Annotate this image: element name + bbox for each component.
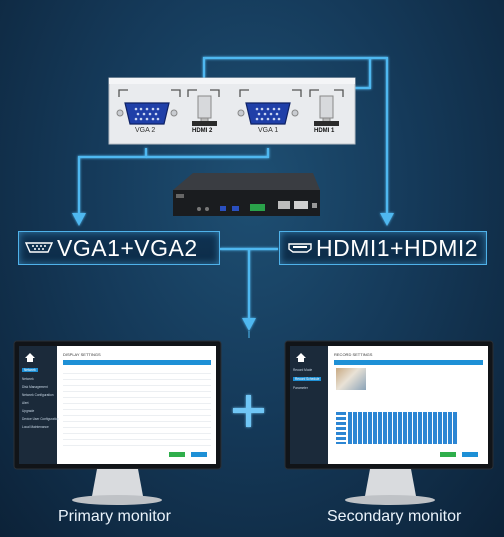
secondary-sidebar: Record Mode Record Schedule Parameter [290, 346, 328, 464]
camera-preview-thumbnail [336, 368, 366, 390]
secondary-screen-title: RECORD SETTINGS [334, 352, 373, 357]
vga-connector-icon [25, 242, 53, 253]
secondary-monitor-caption: Secondary monitor [327, 508, 462, 525]
secondary-screen: Record Mode Record Schedule Parameter RE… [290, 346, 488, 464]
hdmi-connector-icon [288, 243, 312, 253]
primary-screen: Network Network Disk Management Network … [19, 346, 216, 464]
hdmi1-label: HDMI 1 [314, 128, 335, 134]
vga2-port [116, 102, 178, 125]
vga1-port [237, 102, 299, 125]
vga1-label: VGA 1 [258, 127, 279, 134]
secondary-nav-item-1[interactable]: Record Schedule [293, 377, 322, 381]
rear-panel [108, 77, 356, 145]
primary-nav-item-7[interactable]: Local Maintenance [22, 425, 49, 429]
primary-nav-item-1[interactable]: Network [22, 377, 34, 381]
hdmi-badge-text: HDMI1+HDMI2 [316, 235, 479, 261]
vga2-link-line [77, 148, 148, 213]
primary-nav-item-4[interactable]: Alert [22, 401, 29, 405]
hdmi-link-line [202, 56, 389, 213]
vga2-label: VGA 2 [135, 127, 156, 134]
schedule-grid [348, 412, 458, 444]
home-icon [25, 353, 35, 362]
hdmi-arrow [380, 213, 394, 226]
vga-arrow [72, 213, 86, 226]
primary-nav-item-3[interactable]: Network Configuration [22, 393, 54, 397]
hdmi2-port [192, 95, 217, 126]
secondary-header-bar [334, 360, 483, 365]
schedule-day-labels [336, 412, 346, 444]
vga1-link-line [146, 148, 270, 159]
primary-monitor-caption: Primary monitor [58, 508, 171, 525]
primary-screen-title: DISPLAY SETTINGS [63, 352, 101, 357]
primary-ok-button[interactable] [191, 452, 207, 457]
primary-apply-button[interactable] [169, 452, 185, 457]
hdmi-badge: HDMI1+HDMI2 [279, 231, 487, 265]
nvr-device [173, 173, 320, 216]
primary-nav-item-5[interactable]: Upgrade [22, 409, 35, 413]
primary-nav-item-2[interactable]: Disk Management [22, 385, 48, 389]
primary-nav-item-6[interactable]: Device User Configuration [22, 417, 60, 421]
vga-badge: VGA1+VGA2 [18, 231, 220, 265]
primary-header-bar [63, 360, 211, 365]
primary-nav-item-0[interactable]: Network [22, 368, 38, 372]
vga-badge-text: VGA1+VGA2 [57, 235, 198, 261]
hdmi1-port [314, 95, 339, 126]
secondary-nav-item-2[interactable]: Parameter [293, 386, 308, 390]
secondary-apply-button[interactable] [440, 452, 456, 457]
plus-sign [233, 395, 264, 427]
hdmi2-label: HDMI 2 [192, 128, 213, 134]
secondary-nav-item-0[interactable]: Record Mode [293, 368, 313, 372]
primary-sidebar: Network Network Disk Management Network … [19, 346, 60, 464]
primary-form-area [63, 368, 211, 450]
secondary-ok-button[interactable] [462, 452, 478, 457]
home-icon [296, 353, 306, 362]
down-arrow [242, 318, 256, 331]
